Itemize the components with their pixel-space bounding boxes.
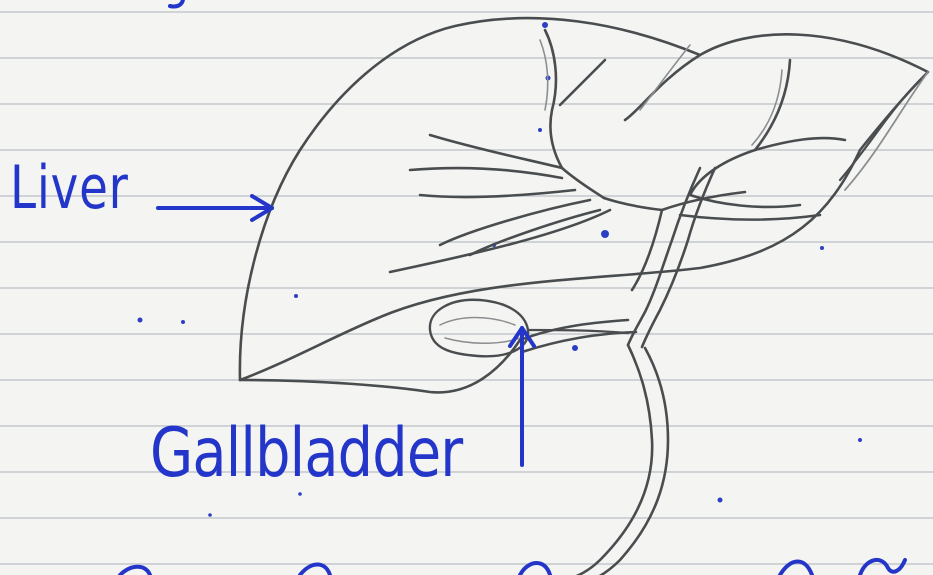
gallbladder-label: Gallbladder [150,420,462,488]
liver-label: Liver [10,158,129,218]
liver-lower-edge [240,340,520,392]
bile-duct [628,168,700,345]
lobe-division [625,55,700,120]
ruled-lines [0,12,933,564]
liver-outline [240,18,928,380]
